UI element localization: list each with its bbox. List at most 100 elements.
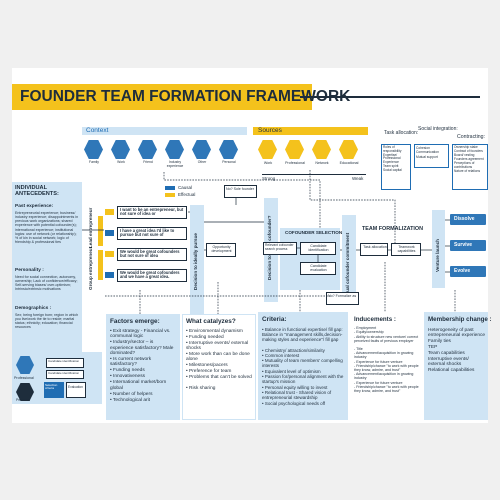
context-icon-2 [138, 140, 157, 159]
statement-box-2 [117, 248, 187, 261]
statement-marker-1 [105, 230, 114, 236]
candidate-evaluation-box [300, 262, 336, 275]
personal-icon [16, 383, 34, 401]
context-label-2: Friend [143, 160, 153, 164]
inducements-list-item-3: - Title [354, 347, 363, 352]
decision-pursue-band [190, 205, 204, 315]
task-alloc-list-item-2: Team spirit [383, 164, 399, 169]
context-label-1: Work [117, 160, 125, 164]
mini-evaluation: Evaluation [68, 385, 83, 389]
social-list-item-2: Mutual support [416, 154, 438, 159]
relevant-search-box [263, 242, 297, 255]
inducements-title: Inducements : [354, 316, 396, 323]
candidate-identification-box [300, 242, 336, 255]
membership-title: Membership change : [428, 316, 492, 323]
past-experience-text: Entrepreneurial experience; business/ in… [15, 211, 79, 244]
professional-icon [16, 356, 34, 374]
mini-professional: Professional [14, 376, 34, 380]
source-label-2: Network [315, 161, 329, 165]
legend-effectual-swatch [165, 193, 175, 197]
statement-box-3 [117, 269, 187, 282]
context-label-5: Personal [222, 160, 236, 164]
no-formalize-box [326, 292, 359, 305]
context-label-0: Family [89, 160, 99, 164]
factors-list-item-4: • Innovativeness [110, 374, 146, 380]
personality-text: Need for social connection, autonomy, ow… [15, 275, 78, 292]
contract-list-item-0: Ownership stake [454, 145, 478, 149]
catalyzes-list-item-3: • More work than can be done alone [186, 352, 250, 363]
team-formalization-title: TEAM FORMALIZATION [362, 226, 423, 232]
scale-strong: Strong [262, 176, 276, 181]
statement-marker-3 [105, 272, 114, 278]
context-icon-0 [84, 140, 103, 159]
membership-list-item-4: Interruptive events/ external shocks [428, 356, 469, 368]
legend-causal-swatch [165, 186, 175, 190]
criteria-list-item-5: • Passion for/personal alignment with th… [262, 374, 344, 385]
page-title: FOUNDER TEAM FORMATION FRAMEWORK [20, 88, 351, 105]
inducements-list-item-5: - Experience for future venture [354, 359, 403, 364]
catalyzes-list-item-5: • Preference for team [186, 369, 232, 375]
context-label-3: Industry experience [166, 160, 184, 168]
mini-cand-ident2: Candidate identification [48, 371, 80, 375]
inducements-list-item-0: - Employment [354, 326, 377, 330]
task-allocation-node-box [360, 243, 388, 256]
past-experience-header: Past experience: [15, 204, 54, 209]
context-icon-3 [165, 140, 184, 159]
contract-list-item-5: Nature of relations [454, 169, 481, 173]
source-label-3: Educational [339, 161, 359, 165]
statement-marker-2 [105, 251, 114, 257]
inducements-list-item-9: - Friendship/chance "to work with people… [354, 385, 419, 394]
relevant-cofounder-search: Relevant cofounder search process [265, 243, 294, 251]
mini-selection-box [44, 382, 64, 398]
context-icon-1 [111, 140, 130, 159]
candidate-identification: Candidate identification [308, 244, 329, 253]
catalyzes-list-item-0: • Environmental dynamism [186, 329, 243, 334]
mini-cand-ident: Candidate identification [48, 359, 80, 363]
antecedents-title-text: INDIVIDUAL ANTECEDENTS: [15, 185, 59, 198]
outcome-box-2 [450, 266, 486, 277]
membership-list-item-0: Heterogeneity of past entrepreneurial ex… [428, 328, 486, 339]
factors-list-item-6: • Number of helpers [110, 391, 153, 397]
mutual-commitment-band [342, 215, 356, 305]
statement-marker-0 [105, 209, 114, 215]
contracting-box [452, 144, 488, 190]
contracting-header: Contracting: [457, 134, 485, 140]
teamwork-capabilities: Teamwork capabilities [397, 245, 416, 254]
contract-list-item-4: Perceptions of contributions [454, 161, 475, 169]
inducements-list-item-1: - Equity/ownership [354, 330, 384, 335]
personality-header: Personality : [15, 268, 44, 273]
factors-list-item-0: • Exit strategy - Financial vs. communal… [110, 329, 171, 340]
contract-list-item-2: Board/ vesting [454, 153, 475, 158]
sources-header-bar [253, 127, 368, 135]
cofounder-selection-panel [280, 228, 340, 290]
factors-title: Factors emerge: [110, 318, 160, 325]
catalyzes-list-item-7: • Risk sharing [186, 386, 216, 392]
title-band [12, 84, 312, 110]
inducements-panel [350, 312, 422, 420]
mini-cand-ident-box [46, 358, 84, 368]
factors-panel [106, 314, 180, 420]
catalyzes-title: What catalyzes? [186, 318, 236, 325]
title-divider [300, 96, 480, 98]
task-allocation-box [381, 144, 411, 190]
outcome-1: Survive [454, 241, 473, 248]
no-sole-founder: No? Sole founder [226, 187, 254, 191]
social-integration-box [414, 144, 449, 168]
statement-0: I want to be an entrepreneur, but not su… [120, 206, 184, 217]
contract-list-item-3: Founders agreement [454, 157, 484, 162]
catalyzes-list-item-1: • Funding needed [186, 334, 224, 340]
inducements-list-item-6: - Friendship/chance "to work with people… [354, 364, 419, 373]
outcome-box-0 [450, 214, 486, 225]
task-alloc-list-item-1: Expertise/ Professional Experience [383, 152, 401, 164]
social-integration-header: Social integration: [418, 126, 458, 132]
social-list-item-1: Communication [416, 150, 439, 155]
factors-list-item-1: • Industry/sector – is experience satisf… [110, 340, 174, 357]
catalyzes-list-item-4: • Milestones/pacers [186, 363, 228, 369]
task-alloc-list-item-3: Social capital [383, 168, 402, 173]
statement-3: We would be great cofounders and we have… [120, 269, 180, 280]
catalyzes-list-item-6: • Problems that can't be solved [186, 375, 252, 380]
source-label-1: Professional [285, 161, 305, 165]
statement-1: I have a great idea I'd like to pursue b… [120, 227, 175, 238]
